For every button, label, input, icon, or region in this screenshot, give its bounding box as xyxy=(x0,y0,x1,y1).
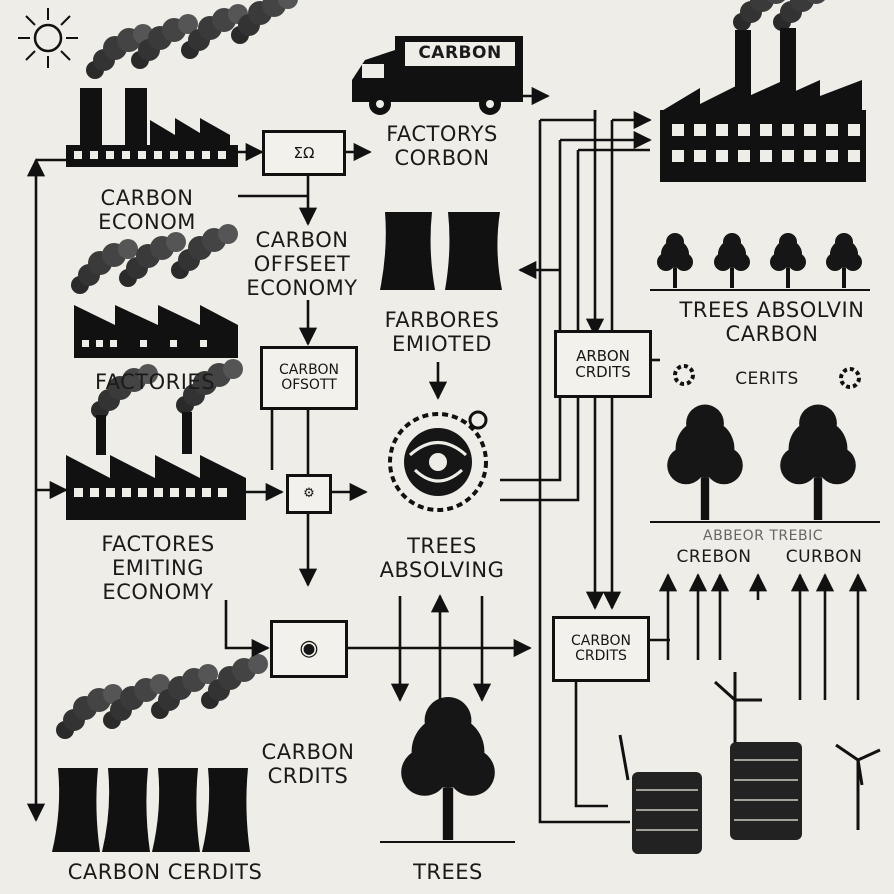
trees-absolving-label: TREES ABSOLVING xyxy=(379,534,505,583)
factory-icon xyxy=(660,0,866,182)
arbon-crdits-box[interactable]: ARBON CRDITS xyxy=(554,330,652,398)
cooling-tower-icon xyxy=(380,212,502,290)
carbon-crdits-box[interactable]: CARBON CRDITS xyxy=(552,616,650,682)
carbon-crdits-label: CARBON CRDITS xyxy=(261,740,355,789)
carbon-crdits-box-label: CARBON CRDITS xyxy=(571,632,631,664)
small-converter-box[interactable]: ⚙ xyxy=(286,474,332,514)
tree-icon xyxy=(650,405,880,523)
cooling-tower-icon xyxy=(52,654,268,852)
carbon-ofsott-box[interactable]: CARBON OFSOTT xyxy=(260,346,358,410)
barrel-icon xyxy=(632,742,802,854)
sun-icon xyxy=(18,8,78,68)
bottom-box-disc-icon: ◉ xyxy=(299,635,319,661)
top-offset-box[interactable]: ΣΩ xyxy=(262,130,346,176)
connector-arrows xyxy=(26,86,868,824)
factories-label: FACTORIES xyxy=(94,370,216,394)
farbores-emioted-label: FARBORES EMIOTED xyxy=(384,308,500,357)
trees-bottom-label: TREES xyxy=(413,860,483,884)
factory-icon xyxy=(66,0,298,167)
small-box-gear-icon: ⚙ xyxy=(303,485,315,501)
factores-emiting-economy-label: FACTORES EMITING ECONOMY xyxy=(101,532,215,605)
bottom-converter-box[interactable]: ◉ xyxy=(270,620,348,678)
carbon-offseet-economy-label: CARBON OFFSEET ECONOMY xyxy=(246,228,358,301)
carbon-econom-label: CARBON ECONOM xyxy=(98,186,196,235)
gear-icon xyxy=(673,364,861,389)
crebon-label: CREBON xyxy=(676,547,752,567)
arbon-crdits-label: ARBON CRDITS xyxy=(575,346,631,381)
tree-icon xyxy=(380,697,515,842)
globe-icon xyxy=(388,410,488,512)
carbon-cerdits-label: CARBON CERDITS xyxy=(67,860,263,884)
carbon-ofsott-label: CARBON OFSOTT xyxy=(279,361,339,393)
van-icon xyxy=(352,36,523,115)
factorys-corbon-label: FACTORYS CORBON xyxy=(386,122,498,171)
curbon-label: CURBON xyxy=(785,547,863,567)
abbeor-trebic-label: ABBEOR TREBIC xyxy=(703,528,823,544)
tree-icon xyxy=(650,231,870,291)
van-label: CARBON xyxy=(418,43,502,63)
top-box-label: ΣΩ xyxy=(293,143,315,162)
trees-absolvin-carbon-label: TREES ABSOLVIN CARBON xyxy=(679,298,865,347)
cerits-label: CERITS xyxy=(735,369,799,389)
factory-icon xyxy=(66,359,246,520)
factory-icon xyxy=(71,224,238,358)
